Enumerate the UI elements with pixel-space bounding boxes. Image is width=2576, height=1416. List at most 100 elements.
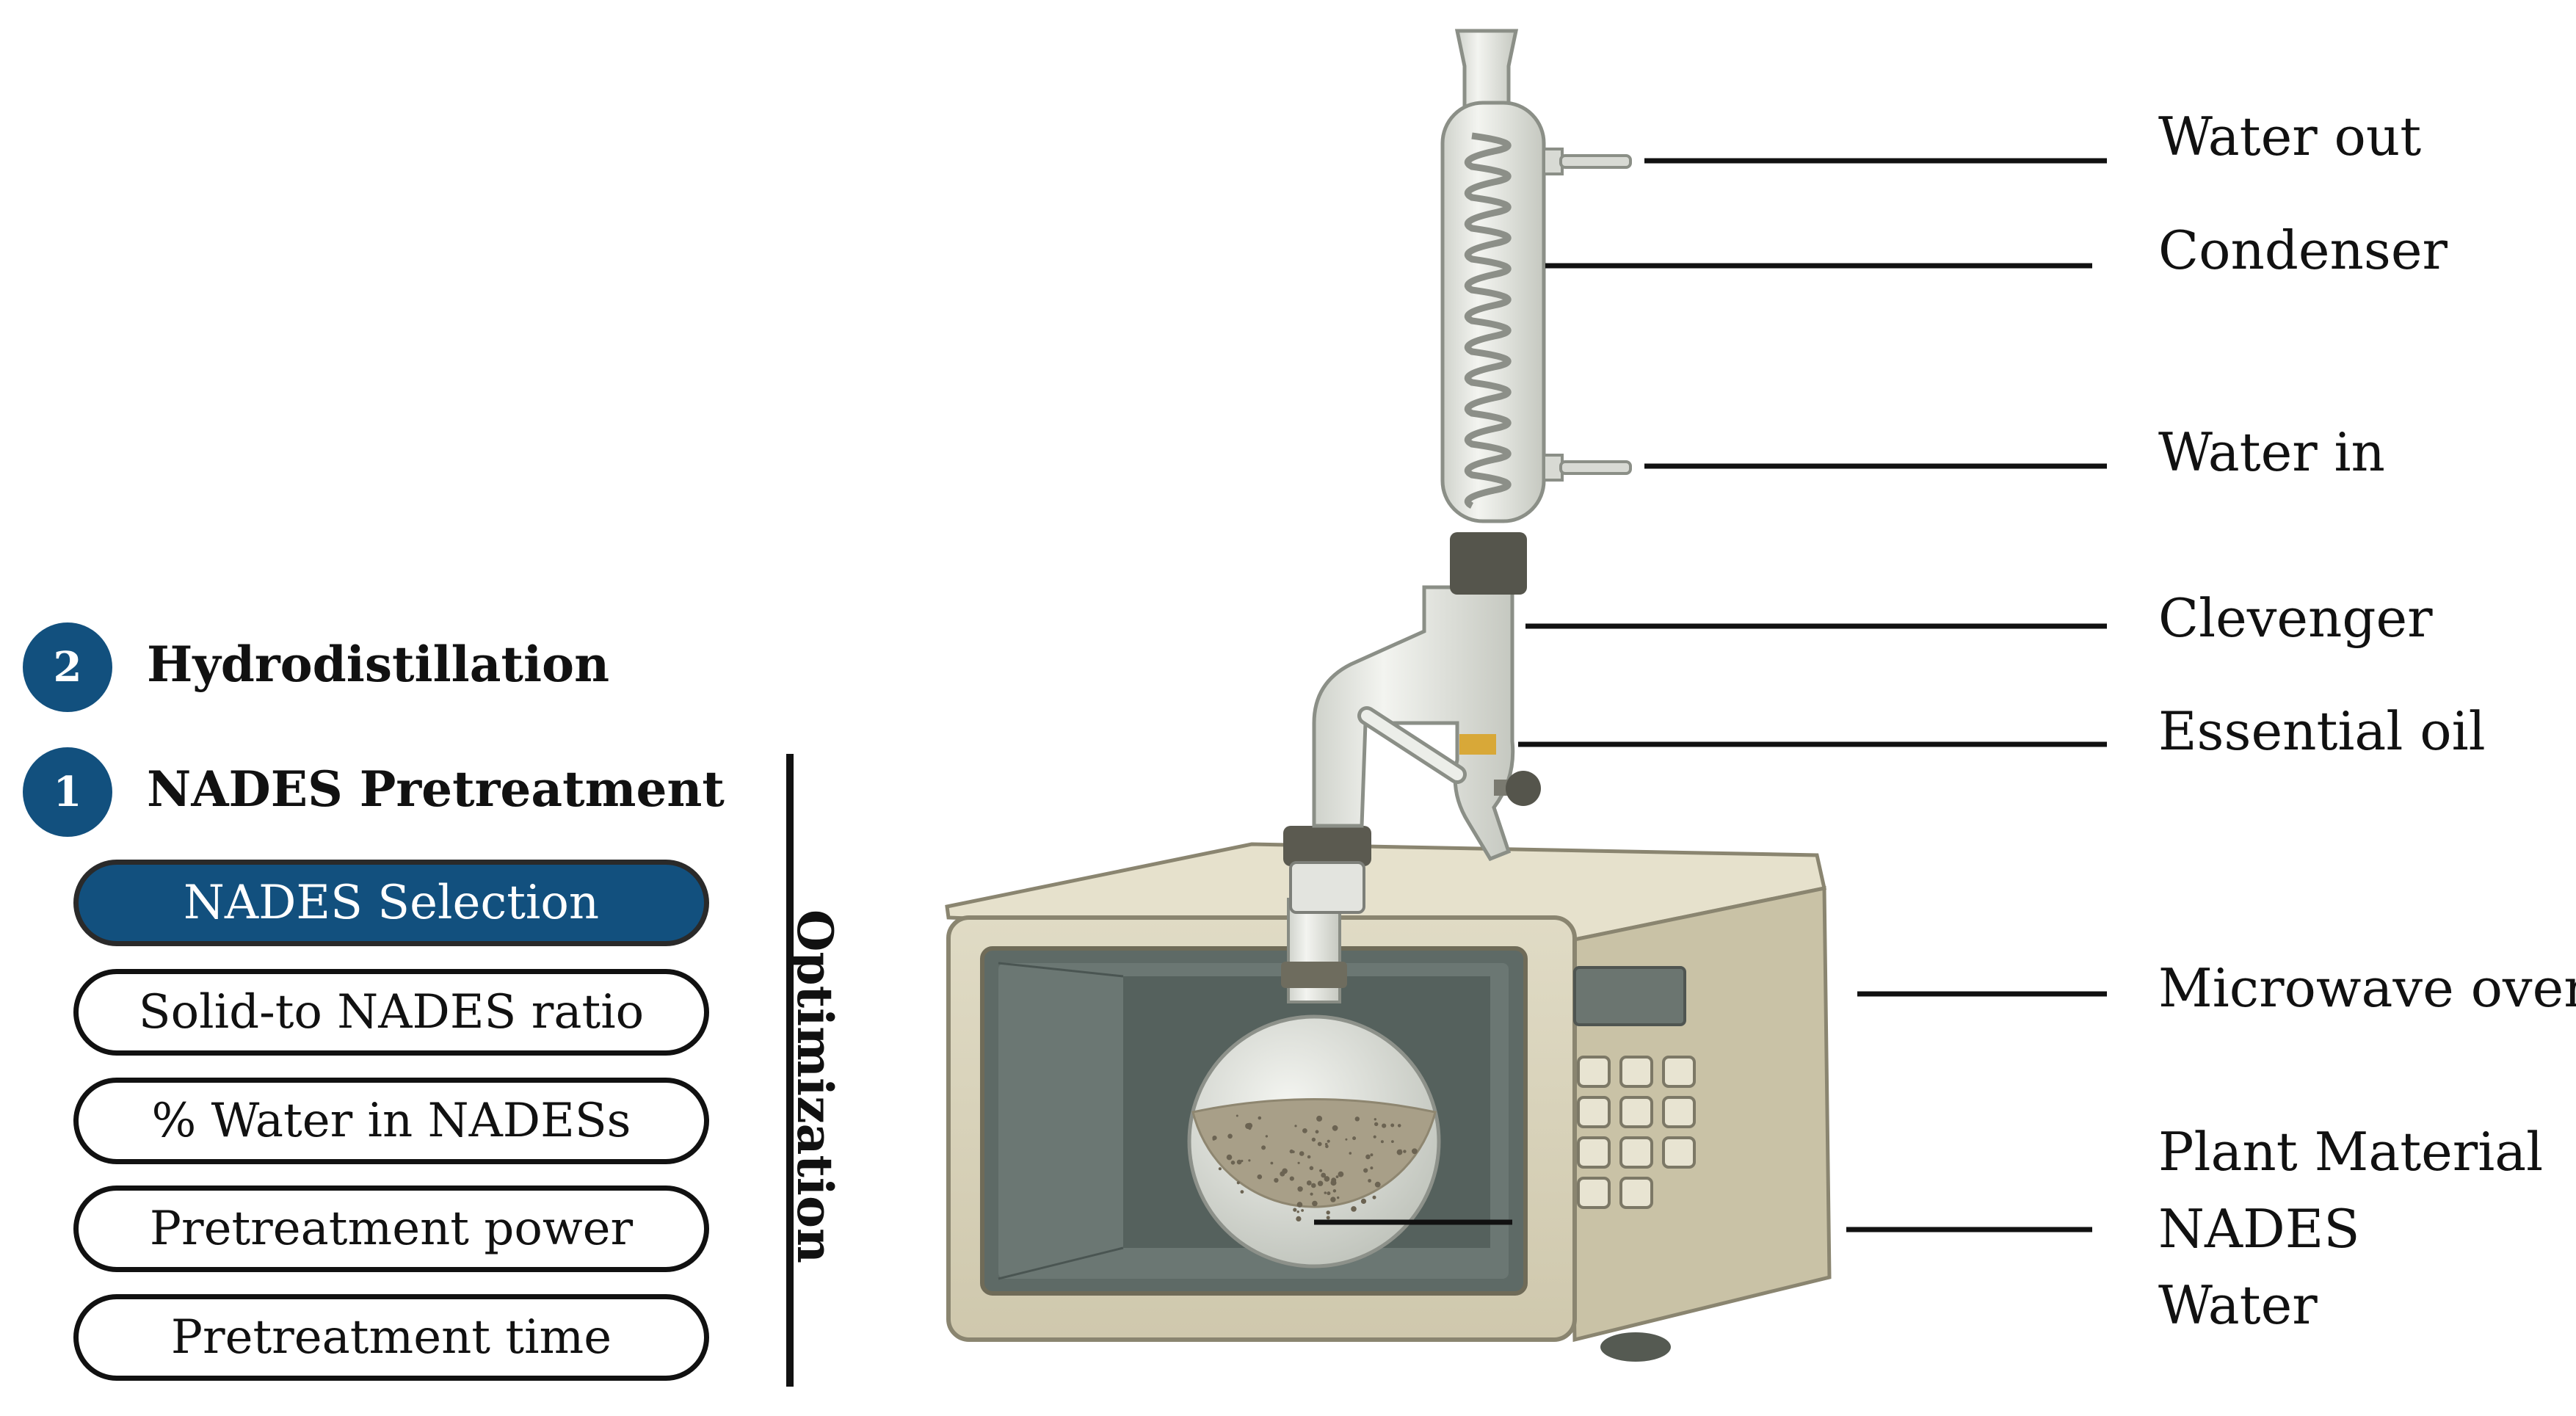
- plant-speckle: [1248, 1159, 1251, 1162]
- plant-speckle: [1374, 1122, 1379, 1127]
- keypad-button: [1619, 1177, 1653, 1209]
- step-1-title: NADES Pretreatment: [147, 760, 725, 818]
- plant-speckle: [1297, 1161, 1300, 1164]
- param-pretreatment-power: Pretreatment power: [73, 1186, 709, 1272]
- plant-speckle: [1321, 1172, 1327, 1178]
- plant-speckle: [1230, 1161, 1236, 1165]
- plant-speckle: [1326, 1210, 1330, 1215]
- label-essential-oil: Essential oil: [2158, 700, 2486, 762]
- plant-speckle: [1316, 1115, 1323, 1122]
- step-1-badge: 1: [23, 747, 112, 837]
- condenser-coil: [1464, 132, 1512, 509]
- plant-speckle: [1296, 1210, 1299, 1213]
- label-plant-material: Plant Material: [2158, 1121, 2544, 1183]
- joint-lower: [1283, 826, 1371, 866]
- step-2-badge: 2: [23, 622, 112, 712]
- plant-speckle: [1373, 1135, 1376, 1139]
- plant-speckle: [1397, 1124, 1401, 1128]
- keypad-button: [1662, 1096, 1696, 1128]
- label-water-in: Water in: [2158, 421, 2385, 483]
- step-2-number: 2: [53, 643, 82, 691]
- plant-speckle: [1317, 1180, 1324, 1186]
- label-condenser: Condenser: [2158, 219, 2448, 281]
- plant-speckle: [1382, 1123, 1387, 1128]
- plant-speckle: [1289, 1176, 1294, 1181]
- flask-neck-collar: [1281, 962, 1347, 988]
- plant-speckle: [1258, 1116, 1262, 1120]
- optimization-bracket-line: [786, 754, 794, 1387]
- plant-speckle: [1307, 1155, 1311, 1159]
- plant-speckle: [1338, 1171, 1344, 1177]
- plant-speckle: [1294, 1125, 1297, 1128]
- plant-speckle: [1352, 1136, 1357, 1141]
- plant-speckle: [1349, 1152, 1352, 1155]
- plant-speckle: [1391, 1140, 1394, 1143]
- round-bottom-flask: [1187, 898, 1441, 1268]
- keypad-button: [1619, 1136, 1653, 1169]
- condenser-top-funnel: [1454, 29, 1519, 109]
- plant-speckle: [1265, 1135, 1269, 1138]
- plant-speckle: [1390, 1123, 1395, 1128]
- step-1-number: 1: [53, 768, 82, 816]
- plant-speckle: [1236, 1159, 1242, 1165]
- oven-window-edge: [998, 962, 1124, 978]
- label-water: Water: [2158, 1274, 2318, 1336]
- plant-speckle: [1345, 1138, 1348, 1141]
- param-pretreatment-time: Pretreatment time: [73, 1294, 709, 1381]
- keypad-button: [1577, 1136, 1611, 1169]
- param-water-in-nades: % Water in NADESs: [73, 1078, 709, 1164]
- label-nades: NADES: [2158, 1198, 2360, 1260]
- oven-keypad: [1577, 1056, 1696, 1209]
- plant-speckle: [1227, 1133, 1233, 1139]
- plant-speckle: [1310, 1192, 1313, 1196]
- plant-speckle: [1370, 1166, 1374, 1170]
- oven-foot-right: [1600, 1332, 1671, 1362]
- plant-speckle: [1218, 1167, 1222, 1171]
- joint-upper: [1450, 532, 1527, 595]
- label-microwave-oven: Microwave oven: [2158, 957, 2576, 1019]
- plant-speckle: [1240, 1190, 1244, 1194]
- flask-liquid: [1191, 1098, 1437, 1208]
- clevenger-arm: [1312, 585, 1515, 862]
- plant-speckle: [1324, 1191, 1327, 1194]
- plant-speckle: [1299, 1151, 1305, 1156]
- keypad-button: [1577, 1177, 1611, 1209]
- plant-speckle: [1370, 1153, 1374, 1157]
- plant-speckle: [1311, 1183, 1316, 1188]
- plant-speckle: [1374, 1181, 1381, 1188]
- plant-speckle: [1396, 1149, 1403, 1155]
- plant-speckle: [1315, 1130, 1319, 1134]
- plant-speckle: [1412, 1148, 1418, 1155]
- essential-oil-band: [1459, 734, 1496, 755]
- plant-speckle: [1293, 1208, 1297, 1212]
- condenser-jacket: [1440, 101, 1546, 523]
- plant-speckle: [1291, 1150, 1295, 1153]
- plant-speckle: [1380, 1140, 1384, 1144]
- plant-speckle: [1247, 1122, 1253, 1129]
- joint-lower-ring: [1289, 861, 1365, 914]
- plant-speckle: [1296, 1216, 1302, 1221]
- plant-speckle: [1257, 1174, 1263, 1180]
- plant-speckle: [1327, 1139, 1330, 1143]
- stopcock-knob: [1506, 771, 1541, 806]
- condenser: [1440, 29, 1632, 523]
- plant-speckle: [1365, 1154, 1371, 1160]
- label-clevenger: Clevenger: [2158, 587, 2433, 649]
- plant-speckle: [1280, 1171, 1285, 1177]
- plant-speckle: [1330, 1180, 1337, 1186]
- keypad-button: [1619, 1056, 1653, 1088]
- plant-speckle: [1296, 1202, 1303, 1208]
- param-solid-to-nades-ratio: Solid-to NADES ratio: [73, 969, 709, 1056]
- water-in-tube: [1559, 460, 1632, 475]
- plant-speckle: [1372, 1195, 1376, 1199]
- param-nades-selection: NADES Selection: [73, 860, 709, 946]
- plant-speckle: [1332, 1189, 1337, 1193]
- plant-speckle: [1332, 1125, 1338, 1131]
- keypad-button: [1577, 1096, 1611, 1128]
- keypad-button: [1619, 1096, 1653, 1128]
- plant-speckle: [1374, 1118, 1377, 1121]
- plant-speckle: [1360, 1198, 1367, 1204]
- keypad-button: [1577, 1056, 1611, 1088]
- plant-speckle: [1351, 1206, 1357, 1212]
